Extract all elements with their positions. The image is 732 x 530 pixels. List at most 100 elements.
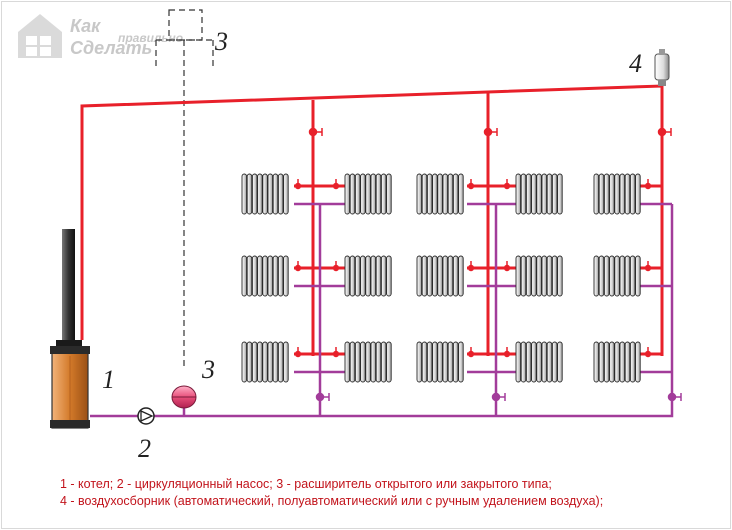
expansion-tank-bottom (171, 385, 197, 416)
radiator-fin (241, 255, 248, 297)
radiator-fin (546, 341, 553, 383)
radiator-fin (246, 255, 253, 297)
radiator-fin (557, 173, 563, 215)
radiator-fin (267, 173, 274, 215)
radiator-fin (619, 341, 626, 383)
boiler (50, 229, 90, 429)
radiator-fin (603, 255, 610, 297)
radiator-fin (624, 341, 631, 383)
radiator-fin (624, 173, 631, 215)
radiator-fin (380, 341, 387, 383)
radiator-fin (365, 173, 371, 215)
radiator-fin (386, 341, 392, 383)
radiator (344, 255, 392, 297)
radiator-fin (557, 255, 563, 297)
legend: 1 - котел; 2 - циркуляционный насос; 3 -… (60, 476, 603, 510)
radiator-fin (360, 255, 366, 297)
radiator-fin (609, 341, 615, 383)
radiator (241, 173, 289, 215)
radiator-fin (241, 341, 248, 383)
label-expander-top: 3 (214, 27, 228, 56)
label-air-vent: 4 (629, 49, 642, 78)
radiator-fin (437, 341, 443, 383)
radiator-fin (603, 341, 610, 383)
radiator-fin (262, 341, 268, 383)
radiator (241, 255, 289, 297)
radiator-valve (644, 182, 652, 190)
radiator-fin (349, 341, 356, 383)
radiator (241, 341, 289, 383)
radiator-fin (614, 173, 620, 215)
radiator-fin (251, 173, 258, 215)
radiator-fin (458, 255, 464, 297)
radiator-fin (598, 173, 605, 215)
radiator-fin (349, 173, 356, 215)
radiator-fin (437, 173, 443, 215)
radiator-fin (593, 341, 600, 383)
radiator-fin (551, 255, 558, 297)
radiator-fin (525, 173, 532, 215)
radiator-fin (609, 255, 615, 297)
radiator-fin (283, 341, 289, 383)
circulation-pump (137, 407, 155, 425)
radiator-fin (416, 255, 423, 297)
radiator (416, 173, 464, 215)
radiator-fin (629, 173, 636, 215)
radiator-valve (332, 182, 340, 190)
radiator-fin (635, 255, 641, 297)
radiator-fin (432, 173, 438, 215)
radiator-fin (609, 173, 615, 215)
supply-pipes (80, 84, 664, 356)
radiator-fin (432, 341, 438, 383)
radiator-fin (365, 255, 371, 297)
logo-line2: правильно (118, 31, 183, 45)
radiator-fin (251, 341, 258, 383)
radiator-fin (531, 341, 537, 383)
radiator-fin (635, 173, 641, 215)
radiator-valve (503, 264, 511, 272)
radiator-fin (267, 341, 274, 383)
radiator-fin (515, 255, 522, 297)
radiator-fin (520, 341, 527, 383)
radiator-fin (354, 341, 361, 383)
radiator-fin (614, 341, 620, 383)
radiator-fin (344, 173, 351, 215)
radiator-valve (294, 182, 302, 190)
label-boiler: 1 (102, 365, 115, 394)
radiator-fin (277, 341, 284, 383)
radiator-fin (458, 173, 464, 215)
radiator-fin (452, 173, 459, 215)
radiator-fin (421, 341, 428, 383)
expansion-tank-top (155, 9, 214, 370)
radiator (416, 255, 464, 297)
radiator-fin (380, 173, 387, 215)
radiator-fin (277, 255, 284, 297)
radiator-valve (332, 350, 340, 358)
radiator-fin (262, 255, 268, 297)
radiator-fin (525, 341, 532, 383)
return-pipes (90, 202, 674, 418)
radiator-fin (360, 341, 366, 383)
radiator-fin (380, 255, 387, 297)
radiator-fin (370, 341, 377, 383)
radiator (416, 341, 464, 383)
radiator-fin (437, 255, 443, 297)
radiator-fin (452, 255, 459, 297)
riser-valves (308, 127, 682, 402)
radiator-fin (546, 255, 553, 297)
radiator-fin (629, 255, 636, 297)
radiator-fin (598, 255, 605, 297)
radiator-fin (272, 173, 279, 215)
radiator (344, 173, 392, 215)
radiator-fin (557, 341, 563, 383)
radiator-fin (360, 173, 366, 215)
site-logo: Как правильно Сделать (18, 14, 183, 58)
house-logo-icon (18, 14, 62, 58)
radiator-fin (541, 173, 548, 215)
radiator (344, 341, 392, 383)
radiators (241, 173, 652, 383)
radiator-fin (603, 173, 610, 215)
radiator-fin (344, 255, 351, 297)
radiator-fin (541, 341, 548, 383)
logo-line3: Сделать (70, 38, 152, 58)
